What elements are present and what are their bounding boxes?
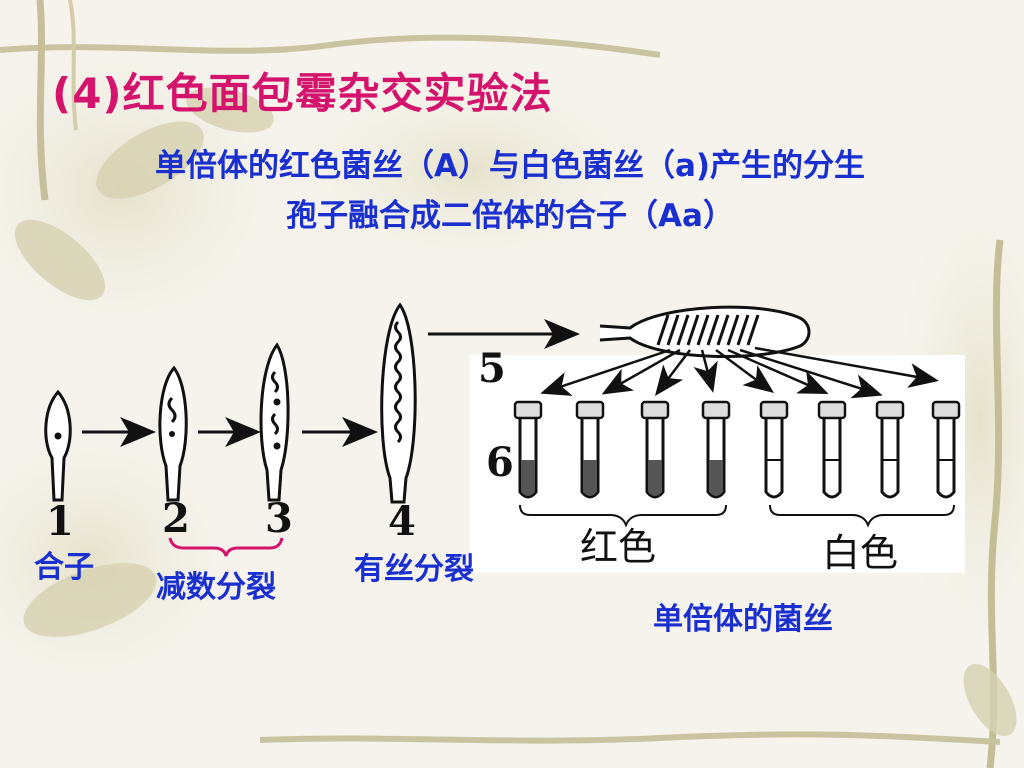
stage-number-2: 2 — [162, 495, 190, 542]
tube-white-3 — [875, 400, 905, 499]
ascus-stage-2 — [158, 365, 188, 502]
stage-number-1: 1 — [46, 498, 74, 545]
stage-number-4: 4 — [388, 498, 416, 545]
stage-number-3: 3 — [265, 495, 293, 542]
arrow-5-label: 5 — [478, 345, 506, 392]
tube-white-4 — [931, 400, 961, 499]
open-ascus — [599, 305, 811, 358]
meiosis-label: 减数分裂 — [156, 570, 276, 605]
tube-red-4 — [701, 400, 731, 499]
haploid-hyphae-label: 单倍体的菌丝 — [653, 602, 833, 637]
tube-white-1 — [759, 400, 789, 499]
tube-red-1 — [513, 400, 543, 499]
red-tubes — [513, 400, 731, 499]
mitosis-label: 有丝分裂 — [354, 552, 474, 587]
white-group-brace — [769, 504, 955, 528]
ascus-stage-3 — [259, 342, 290, 502]
ascus-stage-4 — [380, 302, 417, 504]
zygote-label: 合子 — [34, 550, 94, 585]
description-line-2: 孢子融合成二倍体的合子（Aa） — [286, 198, 734, 234]
row-6-label: 6 — [486, 439, 514, 486]
spore-arrows — [540, 346, 939, 399]
meiosis-bracket — [168, 537, 284, 557]
zygote-cell — [44, 389, 72, 502]
tube-red-2 — [575, 400, 605, 499]
description-line-1: 单倍体的红色菌丝（A）与白色菌丝（a)产生的分生 — [154, 148, 866, 184]
slide-title: (4)红色面包霉杂交实验法 — [52, 69, 553, 118]
tube-red-3 — [640, 400, 670, 499]
white-group-label: 白色 — [822, 531, 898, 575]
tube-white-2 — [817, 400, 847, 499]
red-group-brace — [519, 504, 727, 528]
red-group-label: 红色 — [580, 525, 656, 569]
white-tubes — [759, 400, 961, 499]
